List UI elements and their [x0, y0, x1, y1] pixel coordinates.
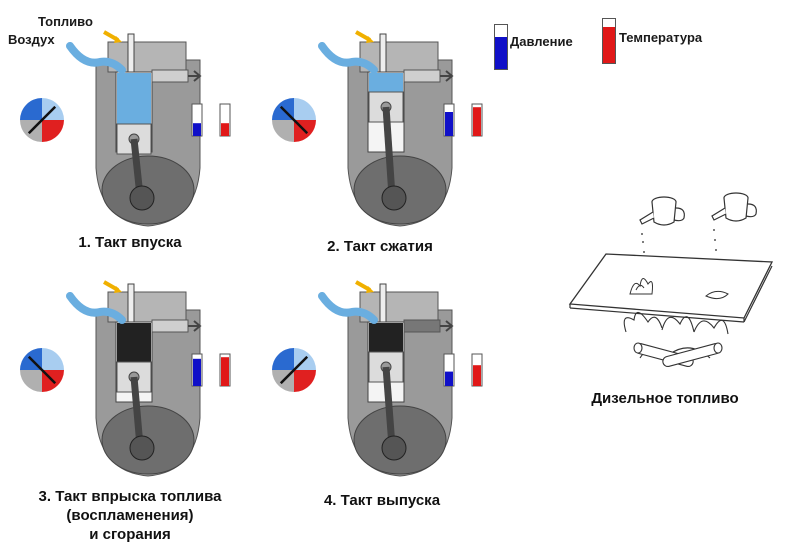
pressure-gauge-fill: [445, 371, 453, 386]
dial-arrow-icon: [279, 105, 309, 135]
pressure-legend-fill: [495, 37, 507, 69]
exhaust-pipe: [151, 319, 189, 333]
stroke-3-label-line-3: и сгорания: [89, 526, 171, 543]
crankshaft: [381, 185, 407, 211]
dial-arrow-icon: [27, 355, 57, 385]
dial-quadrant: [294, 370, 316, 392]
connecting-rod: [382, 106, 396, 197]
fuel-arrow-head: [114, 36, 122, 43]
unburnt-drops-icon: [705, 290, 729, 300]
dial-quadrant: [272, 348, 294, 370]
firewood-icon: [633, 342, 723, 368]
exhaust-pipe: [403, 319, 441, 333]
pressure-gauge-fill: [193, 358, 201, 386]
air-intake-pipe: [66, 42, 126, 74]
fuel-arrow-head: [366, 36, 374, 43]
combustion-chamber: [369, 73, 403, 92]
dial-quadrant: [42, 120, 64, 142]
engine-intake-stroke: [20, 30, 231, 227]
pressure-label: Давление: [510, 34, 573, 49]
temperature-legend-bar: [602, 18, 616, 64]
pressure-gauge-fill: [193, 123, 201, 136]
fuel-injector: [127, 283, 135, 323]
air-intake-pipe: [66, 292, 126, 324]
connecting-rod: [130, 376, 144, 447]
exhaust-pipe: [403, 69, 441, 83]
fuel-injector: [127, 33, 135, 73]
crankshaft: [381, 435, 407, 461]
dial-quadrant: [294, 98, 316, 120]
connecting-rod: [382, 366, 396, 447]
temperature-gauge-fill: [473, 365, 481, 386]
stroke-1-label: 1. Такт впуска: [78, 234, 182, 251]
cylinder-head: [107, 41, 187, 73]
dial-quadrant: [42, 348, 64, 370]
fuel-injector: [379, 283, 387, 323]
stroke-3-label: 3. Такт впрыска топлива (воспламенения) …: [20, 487, 240, 544]
fuel-arrow-head: [366, 286, 374, 293]
crankshaft: [129, 185, 155, 211]
pressure-legend-bar: [494, 24, 508, 70]
stroke-2-label: 2. Такт сжатия: [327, 238, 433, 255]
combustion-chamber: [117, 323, 151, 362]
combustion-chamber: [117, 73, 151, 124]
dial-quadrant: [272, 120, 294, 142]
stroke-4-label: 4. Такт выпуска: [323, 492, 441, 509]
exhaust-arrow-icon: [440, 70, 454, 82]
exhaust-arrow-icon: [188, 320, 202, 332]
diesel-fuel-illustration: [568, 192, 774, 368]
temperature-label: Температура: [619, 30, 703, 45]
temperature-legend-fill: [603, 27, 615, 63]
air-intake-pipe: [318, 292, 378, 324]
exhaust-pipe: [151, 69, 189, 83]
burning-drops-icon: [629, 278, 653, 295]
fuel-injector: [379, 33, 387, 73]
dial-quadrant: [20, 98, 42, 120]
engine-compression-stroke: [272, 30, 483, 227]
combustion-chamber: [369, 323, 403, 352]
left-kettle-icon: [639, 196, 685, 226]
air-intake-pipe: [318, 42, 378, 74]
stroke-3-label-line-1: 3. Такт впрыска топлива: [38, 488, 222, 505]
crankshaft: [129, 435, 155, 461]
exhaust-arrow-icon: [188, 70, 202, 82]
hot-plate: [568, 253, 774, 319]
dial-arrow-icon: [27, 105, 57, 135]
dial-quadrant: [20, 370, 42, 392]
engine-exhaust-stroke: [272, 280, 483, 477]
temperature-gauge-fill: [473, 107, 481, 136]
air-label: Воздух: [8, 32, 55, 47]
dial-arrow-icon: [279, 355, 309, 385]
engine-combustion-stroke: [20, 280, 231, 477]
fuel-arrow-head: [114, 286, 122, 293]
right-kettle-icon: [711, 192, 757, 222]
diesel-fuel-label: Дизельное топливо: [591, 390, 739, 407]
temperature-gauge-fill: [221, 123, 229, 136]
pressure-gauge-fill: [445, 112, 453, 136]
fuel-label: Топливо: [38, 14, 93, 29]
stroke-3-label-line-2: (воспламенения): [66, 507, 194, 524]
exhaust-arrow-icon: [440, 320, 454, 332]
temperature-gauge-fill: [221, 357, 229, 386]
